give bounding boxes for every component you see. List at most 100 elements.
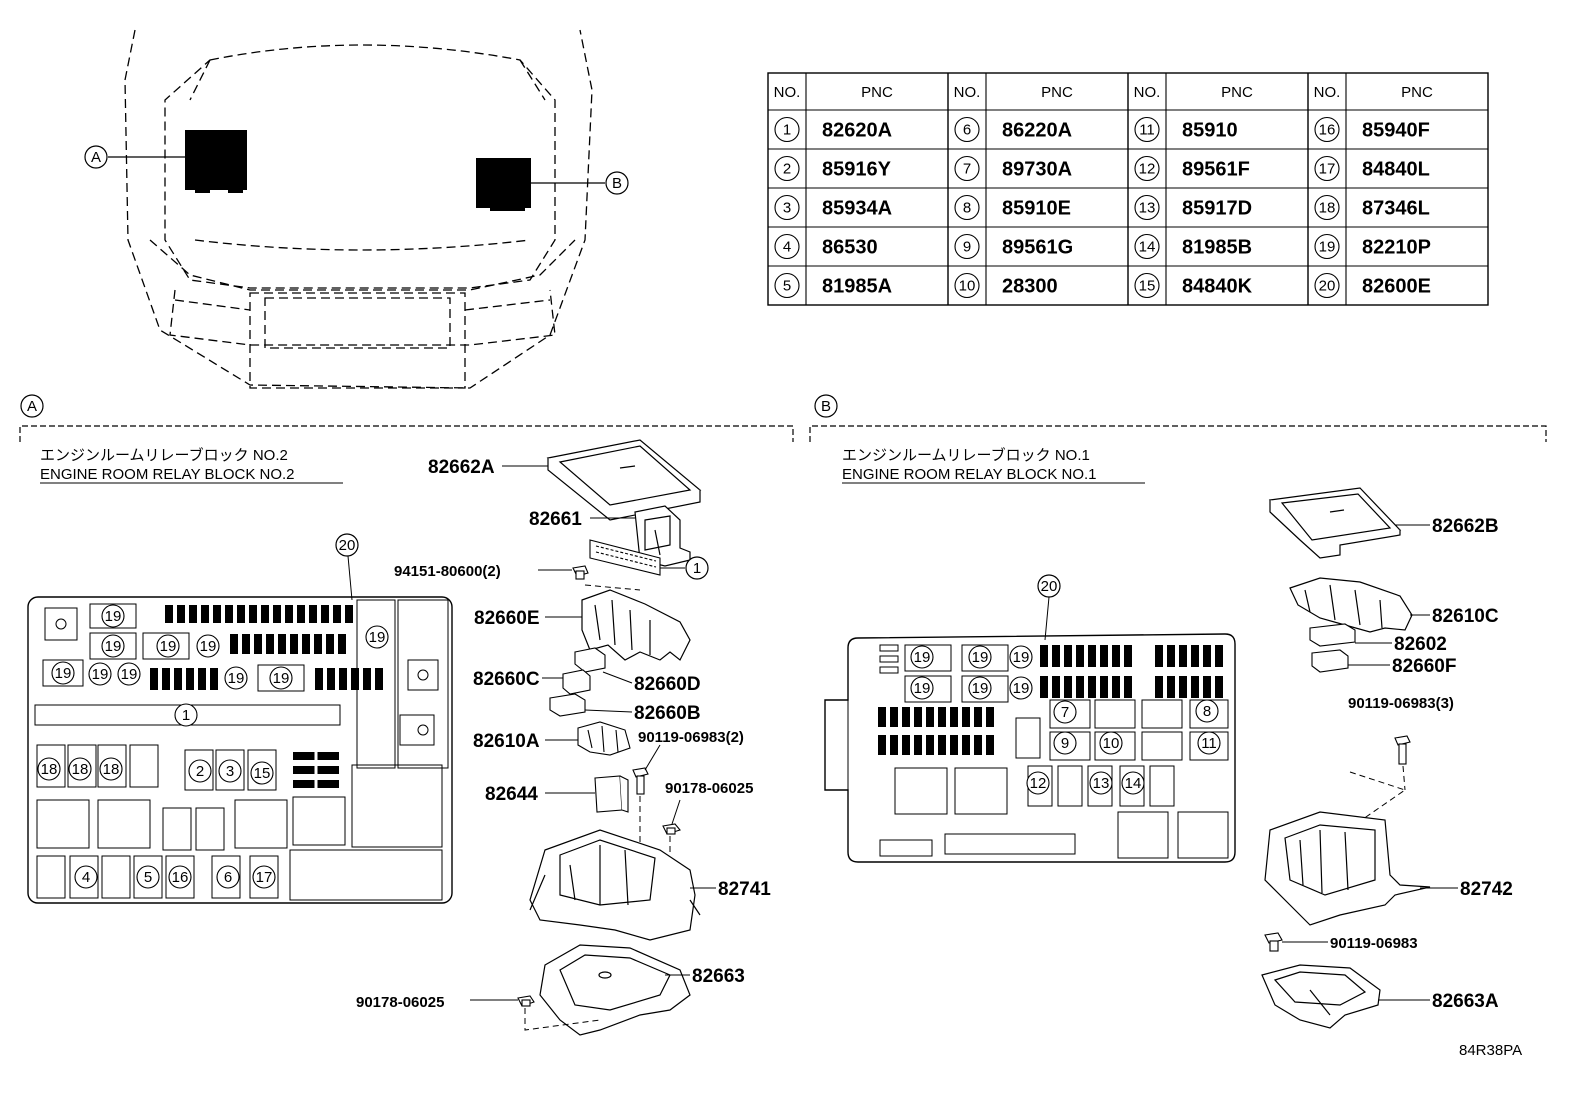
svg-text:B: B bbox=[612, 175, 622, 192]
part-82602-drawing bbox=[1309, 623, 1356, 647]
table-cell-pnc: 85910E bbox=[1002, 198, 1071, 220]
layout-callout: 13 bbox=[1089, 771, 1113, 795]
svg-text:11: 11 bbox=[1139, 122, 1155, 139]
svg-text:1: 1 bbox=[783, 122, 791, 139]
part-94151-80600: 94151-80600(2) bbox=[394, 563, 501, 580]
fuse-bar bbox=[1179, 676, 1187, 698]
svg-text:20: 20 bbox=[1319, 278, 1336, 295]
layout-callout: 19 bbox=[910, 676, 934, 700]
table-cell-pnc: 87346L bbox=[1362, 198, 1430, 220]
fuse-bar bbox=[345, 605, 353, 623]
bolt-90119-drawing bbox=[1264, 932, 1283, 952]
svg-text:14: 14 bbox=[1125, 775, 1142, 792]
fuse-bar bbox=[926, 707, 934, 727]
table-cell-pnc: 82620A bbox=[822, 120, 892, 142]
svg-text:11: 11 bbox=[1201, 735, 1217, 752]
table-cell-no: 20 bbox=[1314, 272, 1340, 299]
nut-90178b-drawing bbox=[517, 995, 535, 1007]
layout-callout: 7 bbox=[1053, 700, 1077, 724]
table-cell-pnc: 89561G bbox=[1002, 237, 1073, 259]
overview-marker-b: B bbox=[605, 171, 629, 195]
fuse-bar bbox=[1191, 645, 1199, 667]
svg-text:20: 20 bbox=[1041, 578, 1058, 595]
fuse-bar bbox=[962, 707, 970, 727]
part-82644: 82644 bbox=[485, 784, 538, 805]
fuse-bar bbox=[1076, 645, 1084, 667]
part-82741: 82741 bbox=[718, 879, 771, 900]
fuse-bar bbox=[1124, 645, 1132, 667]
layout-callout: 18 bbox=[68, 757, 92, 781]
part-82602: 82602 bbox=[1394, 634, 1447, 655]
fuse-bar bbox=[890, 707, 898, 727]
fuse-bar bbox=[230, 634, 238, 654]
fuse-bar bbox=[1215, 676, 1223, 698]
svg-text:19: 19 bbox=[55, 665, 72, 682]
fuse-bar bbox=[314, 634, 322, 654]
fuse-bar bbox=[1088, 645, 1096, 667]
fuse-bar bbox=[938, 735, 946, 755]
fuse-bar bbox=[375, 668, 383, 690]
relay-block-b-location bbox=[476, 158, 531, 211]
table-cell-pnc: 84840L bbox=[1362, 159, 1430, 181]
table-header-no: NO. bbox=[1314, 84, 1341, 101]
svg-text:18: 18 bbox=[72, 761, 89, 778]
layout-callout: 6 bbox=[216, 865, 240, 889]
svg-text:A: A bbox=[91, 149, 101, 166]
fuse-bar bbox=[1100, 645, 1108, 667]
svg-text:1: 1 bbox=[182, 707, 190, 724]
fuse-bar bbox=[339, 668, 347, 690]
fuse-bar bbox=[309, 605, 317, 623]
fuse-bar bbox=[1040, 676, 1048, 698]
fuse-bar bbox=[974, 735, 982, 755]
figure-code: 84R38PA bbox=[1459, 1042, 1522, 1059]
part-82610C: 82610C bbox=[1432, 606, 1499, 627]
fuse-bar bbox=[926, 735, 934, 755]
fuse-bar bbox=[242, 634, 250, 654]
fuse-bar bbox=[950, 707, 958, 727]
fuse-bar bbox=[165, 605, 173, 623]
fuse-bar bbox=[249, 605, 257, 623]
svg-text:7: 7 bbox=[1061, 704, 1069, 721]
layout-callout: 17 bbox=[252, 865, 276, 889]
table-cell-no: 9 bbox=[954, 233, 980, 260]
part-82660C-drawing bbox=[562, 669, 591, 695]
svg-text:9: 9 bbox=[1061, 735, 1069, 752]
table-cell-no: 7 bbox=[954, 155, 980, 182]
table-header-no: NO. bbox=[954, 84, 981, 101]
svg-text:5: 5 bbox=[144, 869, 152, 886]
part-82661-drawing bbox=[634, 505, 691, 567]
fuse-bar bbox=[326, 634, 334, 654]
table-header-pnc: PNC bbox=[1041, 84, 1073, 101]
svg-text:3: 3 bbox=[226, 763, 234, 780]
fuse-bar bbox=[273, 605, 281, 623]
fuse-bar bbox=[950, 735, 958, 755]
svg-text:16: 16 bbox=[172, 869, 189, 886]
svg-text:8: 8 bbox=[1203, 703, 1211, 720]
svg-text:19: 19 bbox=[228, 670, 245, 687]
svg-text:19: 19 bbox=[972, 680, 989, 697]
part-82663A-drawing bbox=[1261, 964, 1381, 1029]
table-cell-no: 10 bbox=[954, 272, 980, 299]
fuse-bar bbox=[902, 707, 910, 727]
table-cell-no: 5 bbox=[774, 272, 800, 299]
svg-text:9: 9 bbox=[963, 239, 971, 256]
table-header-no: NO. bbox=[774, 84, 801, 101]
layout-callout: 18 bbox=[37, 757, 61, 781]
part-82610A-drawing bbox=[577, 721, 631, 756]
fuse-bar bbox=[1112, 645, 1120, 667]
section-b-marker: B bbox=[814, 394, 838, 418]
fuse-bar bbox=[186, 668, 194, 690]
part-82662A: 82662A bbox=[428, 457, 495, 478]
layout-callout: 10 bbox=[1099, 731, 1123, 755]
part-82663: 82663 bbox=[692, 966, 745, 987]
part-82742-drawing bbox=[1264, 811, 1431, 926]
fuse-bar bbox=[1155, 676, 1163, 698]
svg-text:1: 1 bbox=[693, 560, 701, 577]
svg-text:19: 19 bbox=[273, 670, 290, 687]
bolt-90119-3-drawing bbox=[1394, 735, 1411, 765]
fuse-bar bbox=[198, 668, 206, 690]
svg-text:19: 19 bbox=[1013, 680, 1030, 697]
layout-callout: 19 bbox=[1009, 676, 1033, 700]
